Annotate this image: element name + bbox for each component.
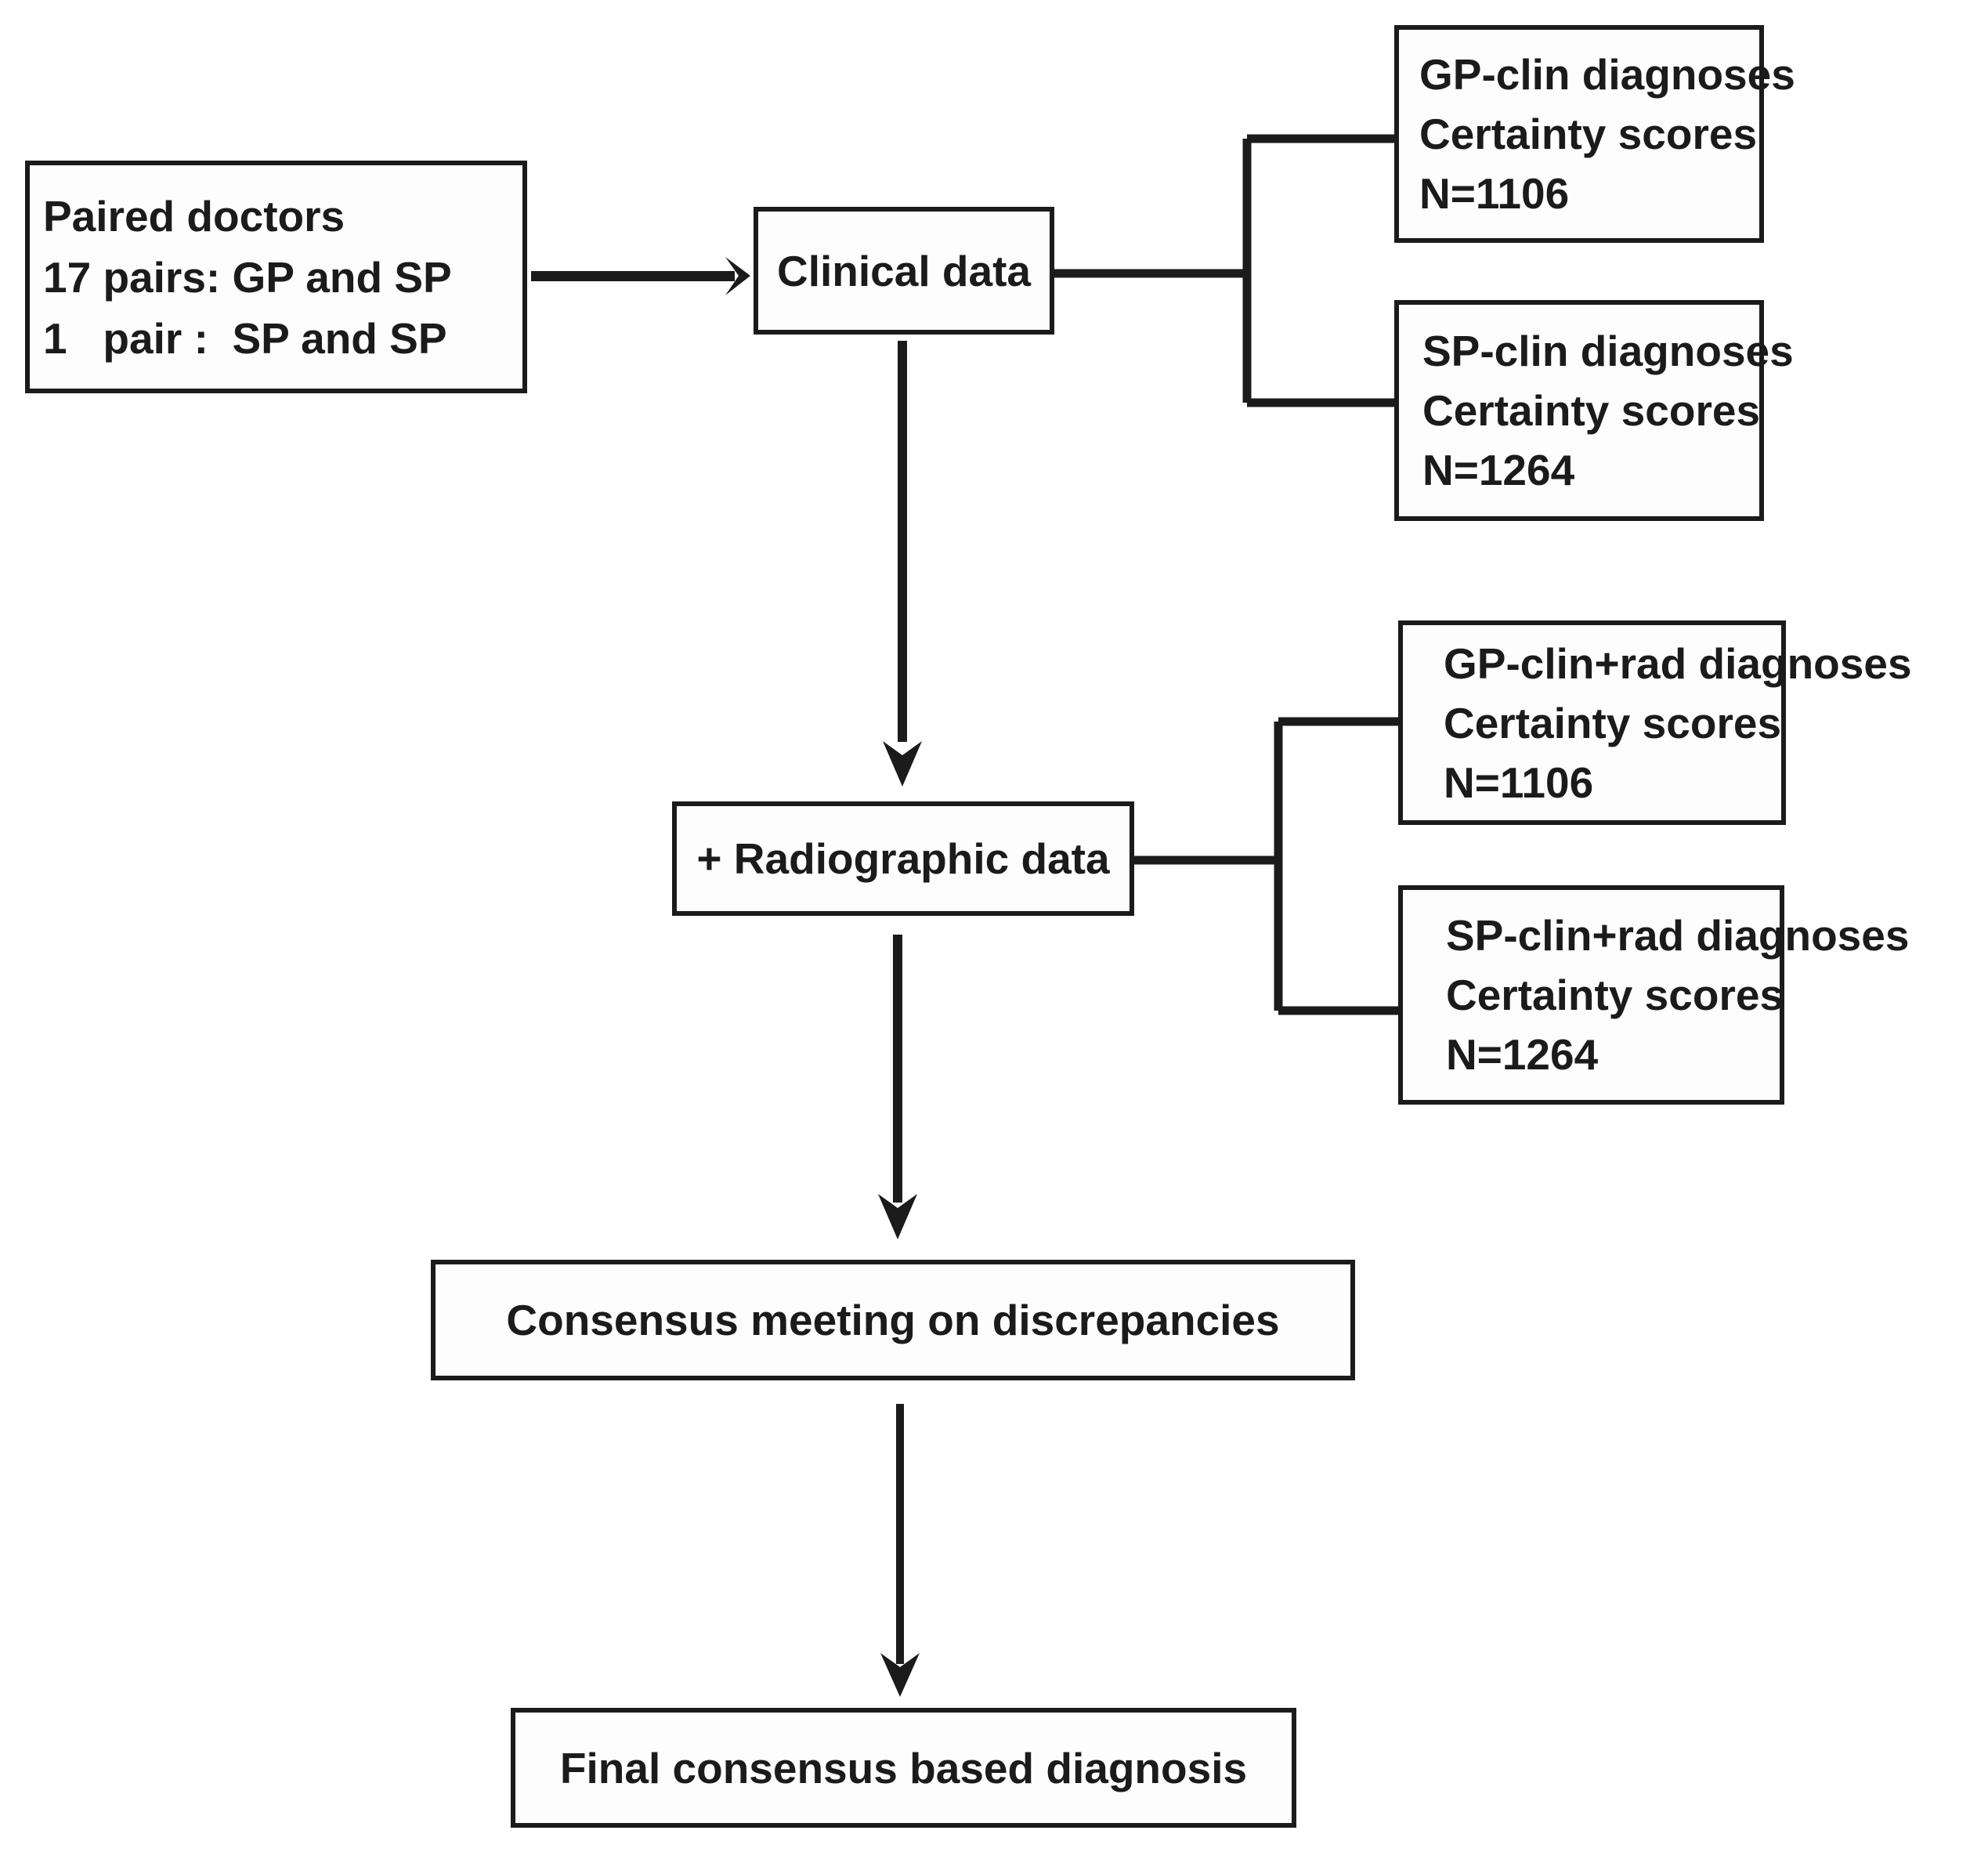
- box-clinical-data: Clinical data: [754, 207, 1054, 335]
- arrowhead-down-icon: [880, 1653, 920, 1697]
- arrowhead-down-icon: [883, 741, 922, 787]
- box-line: N=1264: [1422, 446, 1575, 494]
- box-line: Clinical data: [777, 246, 1031, 295]
- box-gp-clin-rad-diagnoses: GP-clin+rad diagnoses Certainty scores N…: [1398, 620, 1912, 825]
- box-line: Certainty scores: [1422, 386, 1761, 435]
- box-paired-doctors: Paired doctors 17 pairs: GP and SP 1 pai…: [25, 161, 527, 393]
- box-line: + Radiographic data: [696, 834, 1110, 883]
- arrow-clinical-to-radiographic: [883, 341, 922, 787]
- box-radiographic-data: + Radiographic data: [672, 801, 1134, 916]
- box-line: SP-clin+rad diagnoses: [1446, 911, 1910, 960]
- box-consensus-meeting: Consensus meeting on discrepancies: [431, 1260, 1355, 1380]
- box-gp-clin-diagnoses: GP-clin diagnoses Certainty scores N=110…: [1394, 25, 1795, 243]
- box-line: Certainty scores: [1444, 698, 1782, 747]
- box-line: N=1106: [1419, 169, 1570, 218]
- arrowhead-right-icon: [725, 257, 750, 295]
- box-line: Paired doctors: [43, 191, 345, 241]
- box-line: SP-clin diagnoses: [1422, 327, 1794, 375]
- arrow-consensus-to-final: [880, 1404, 920, 1697]
- bracket-radiographic-branches: [1130, 717, 1398, 1015]
- box-sp-clin-rad-diagnoses: SP-clin+rad diagnoses Certainty scores N…: [1398, 885, 1909, 1105]
- box-line: N=1106: [1444, 758, 1594, 807]
- box-line: N=1264: [1446, 1030, 1599, 1079]
- box-line: Final consensus based diagnosis: [559, 1743, 1248, 1792]
- bracket-clinical-branches: [1054, 134, 1394, 407]
- box-sp-clin-diagnoses: SP-clin diagnoses Certainty scores N=126…: [1394, 300, 1794, 521]
- box-line: 17 pairs: GP and SP: [43, 252, 452, 302]
- box-line: 1 pair : SP and SP: [43, 313, 447, 363]
- box-line: Certainty scores: [1419, 110, 1758, 158]
- arrowhead-down-icon: [878, 1194, 917, 1239]
- arrow-radiographic-to-consensus: [878, 935, 917, 1239]
- box-line: Certainty scores: [1446, 971, 1784, 1019]
- box-final-diagnosis: Final consensus based diagnosis: [511, 1708, 1296, 1828]
- box-line: GP-clin+rad diagnoses: [1444, 638, 1912, 688]
- box-line: Consensus meeting on discrepancies: [506, 1296, 1280, 1344]
- box-line: GP-clin diagnoses: [1419, 50, 1795, 99]
- arrow-paired-to-clinical: [531, 257, 750, 295]
